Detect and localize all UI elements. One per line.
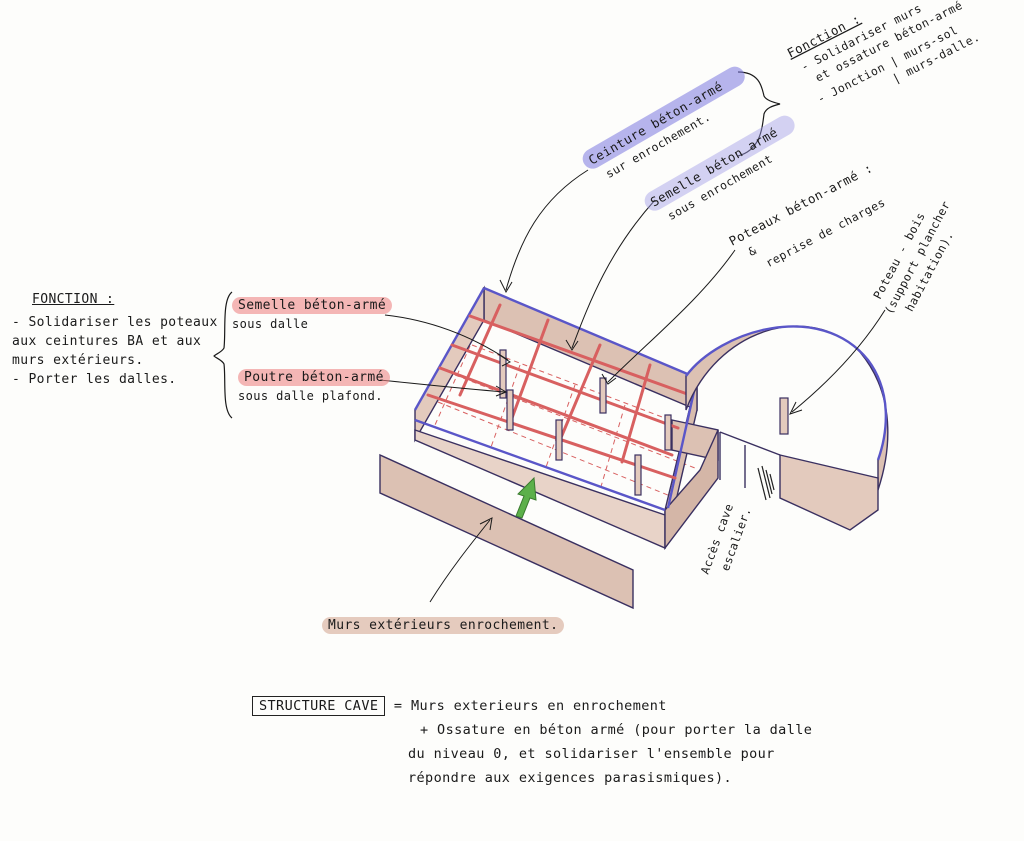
curved-front-wall — [779, 454, 879, 531]
acces-cave-label: Accès cave escalier. — [698, 501, 754, 576]
post — [664, 414, 672, 451]
semelle-sous-dalle-label: Semelle béton-armé sous dalle — [232, 296, 393, 334]
left-note-line: murs extérieurs. — [12, 353, 144, 368]
summary-line: + Ossature en béton armé (pour porter la… — [420, 722, 813, 738]
post — [634, 454, 642, 496]
ceinture-label: Ceinture béton-armé sur enrochement. — [582, 66, 745, 181]
semelle-sous-dalle-title: Semelle béton-armé — [232, 297, 393, 314]
left-note-line: - Porter les dalles. — [12, 372, 177, 387]
semelle-sous-dalle-sub: sous dalle — [232, 317, 309, 331]
poteaux-label: Poteaux béton-armé : & reprise de charge… — [726, 160, 887, 270]
left-note-title: FONCTION : — [32, 292, 115, 307]
summary-eq: = — [393, 698, 403, 714]
murs-exterieurs-label: Murs extérieurs enrochement. — [322, 616, 565, 635]
post — [599, 377, 607, 414]
svg-text:&: & — [746, 243, 759, 259]
leader-lines — [379, 169, 886, 603]
poutre-title: Poutre béton-armé — [238, 369, 390, 386]
poutre-sub: sous dalle plafond. — [238, 389, 383, 403]
braces — [213, 71, 781, 419]
back-wall — [483, 286, 698, 412]
summary-line: répondre aux exigences parasismiques). — [408, 770, 733, 786]
post — [499, 349, 507, 399]
summary-line: Murs exterieurs en enrochement — [410, 698, 667, 714]
summary-box: STRUCTURE CAVE — [252, 696, 386, 716]
post — [555, 419, 563, 461]
left-note-line: aux ceintures BA et aux — [12, 334, 202, 349]
poteau-bois-label: Poteau - bois (support plancher habitati… — [870, 198, 956, 316]
curved-wall — [685, 325, 889, 531]
top-right-note: Fonction : - Solidariser murs et ossatur… — [785, 0, 983, 106]
green-arrow — [515, 476, 537, 519]
wooden-post — [779, 397, 789, 435]
ceinture-edges — [413, 286, 699, 512]
exterior-wall-panel — [379, 453, 634, 610]
summary-block: STRUCTURE CAVE = Murs exterieurs en enro… — [252, 694, 812, 790]
stair-hatch — [757, 465, 775, 501]
beams — [426, 303, 692, 480]
posts — [499, 349, 672, 496]
left-note-line: - Solidariser les poteaux — [12, 315, 218, 330]
left-function-note: FONCTION : - Solidariser les poteaux aux… — [12, 290, 218, 389]
summary-line: du niveau 0, et solidariser l'ensemble p… — [408, 746, 775, 762]
extension-side-wall — [664, 429, 719, 551]
murs-exterieurs-text: Murs extérieurs enrochement. — [322, 617, 565, 634]
post — [506, 389, 514, 431]
poutre-label: Poutre béton-armé sous dalle plafond. — [238, 368, 390, 406]
